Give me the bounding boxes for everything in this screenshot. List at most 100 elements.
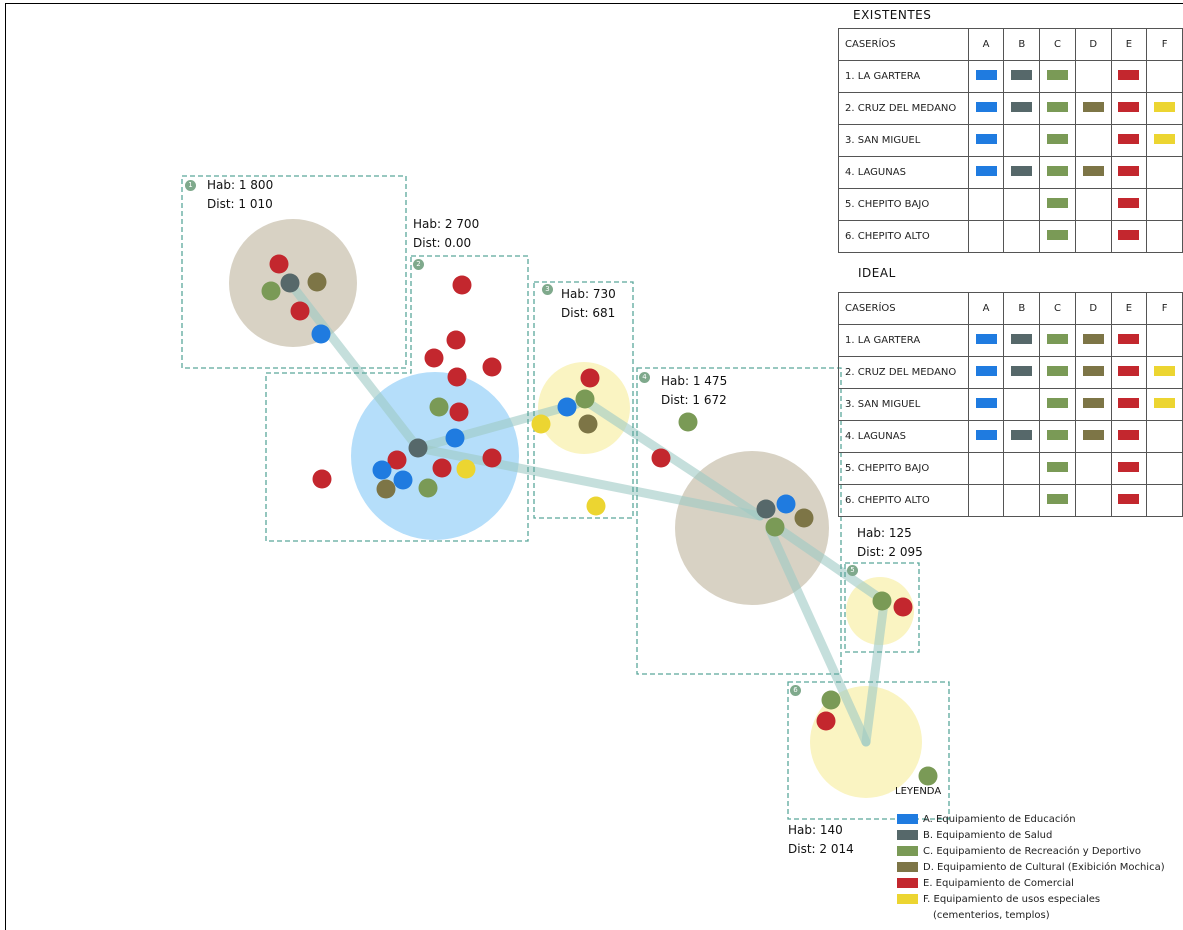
caserio-3-dist: Dist: 681 [561, 306, 616, 320]
equipment-cell [1039, 124, 1076, 157]
column-header-e: E [1110, 292, 1148, 325]
caserio-name: 3. SAN MIGUEL [838, 388, 969, 421]
caserio-box-6 [787, 681, 950, 820]
legend-label: D. Equipamiento de Cultural (Exibición M… [923, 862, 1165, 873]
facility-dot-comercial [432, 458, 452, 478]
equipment-swatch [1011, 366, 1033, 376]
facility-dot-salud [756, 499, 776, 519]
legend-label: (cementerios, templos) [933, 910, 1050, 921]
connection-line [413, 399, 582, 453]
caserio-name: 1. LA GARTERA [838, 324, 969, 357]
caserio-name: 5. CHEPITO BAJO [838, 452, 969, 485]
equipment-cell [1146, 188, 1183, 221]
equipment-cell [1074, 60, 1112, 93]
equipment-cell [1074, 92, 1112, 125]
equipment-cell [1110, 220, 1148, 253]
equipment-cell [1039, 324, 1076, 357]
equipment-cell [1074, 420, 1112, 453]
facility-dot-cultural [376, 479, 396, 499]
equipment-cell [1110, 324, 1148, 357]
equipment-swatch [1118, 398, 1140, 408]
legend-item: E. Equipamiento de Comercial [897, 877, 1074, 891]
facility-dot-comercial [424, 348, 444, 368]
equipment-swatch [1154, 398, 1176, 408]
caserio-name: 3. SAN MIGUEL [838, 124, 969, 157]
caserio-name: 6. CHEPITO ALTO [838, 484, 969, 517]
facility-dot-comercial [446, 330, 466, 350]
caserio-number-4: 4 [639, 372, 650, 383]
caserio-4-hab: Hab: 1 475 [661, 374, 728, 388]
table-row: 1. LA GARTERA [838, 60, 1183, 93]
equipment-cell [1039, 452, 1076, 485]
equipment-swatch [1047, 102, 1068, 112]
equipment-swatch [1011, 166, 1033, 176]
facility-dot-comercial [482, 448, 502, 468]
facility-dot-comercial [452, 275, 472, 295]
equipment-swatch [975, 166, 997, 176]
legend-item: B. Equipamiento de Salud [897, 829, 1052, 843]
facility-dot-educacion [372, 460, 392, 480]
equipment-cell [1003, 156, 1041, 189]
equipment-cell [1110, 92, 1148, 125]
caserio-name: 5. CHEPITO BAJO [838, 188, 969, 221]
equipment-cell [1074, 220, 1112, 253]
column-header-caserios: CASERÍOS [838, 292, 969, 325]
equipment-swatch [1118, 166, 1140, 176]
equipment-cell [967, 92, 1005, 125]
equipment-cell [1146, 220, 1183, 253]
table-title-existentes: EXISTENTES [853, 8, 932, 22]
legend-item: (cementerios, templos) [897, 909, 1050, 923]
connection-line [765, 525, 871, 747]
facility-dot-recreacion [678, 412, 698, 432]
facility-dot-recreacion [418, 478, 438, 498]
equipment-cell [1039, 220, 1076, 253]
facility-dot-comercial [269, 254, 289, 274]
legend-label: B. Equipamiento de Salud [923, 830, 1053, 841]
legend-swatch [897, 862, 918, 872]
connection-line [413, 443, 765, 521]
table-row: 2. CRUZ DEL MEDANO [838, 92, 1183, 125]
caserio-3-hab: Hab: 730 [561, 287, 616, 301]
equipment-cell [1039, 356, 1076, 389]
equipment-swatch [1082, 366, 1104, 376]
equipment-cell [1074, 124, 1112, 157]
drawing-frame [5, 3, 1183, 930]
equipment-swatch [1047, 462, 1068, 472]
equipment-cell [967, 420, 1005, 453]
equipment-swatch [1011, 430, 1033, 440]
legend-label: F. Equipamiento de usos especiales [923, 894, 1101, 905]
facility-dot-recreacion [261, 281, 281, 301]
equipment-cell [1003, 324, 1041, 357]
facility-dot-especiales [456, 459, 476, 479]
equipment-swatch [1118, 70, 1140, 80]
equipment-swatch [1047, 494, 1068, 504]
legend-title: LEYENDA [895, 786, 942, 797]
facility-dot-especiales [531, 414, 551, 434]
equipment-cell [1146, 420, 1183, 453]
equipment-cell [967, 156, 1005, 189]
equipment-swatch [1011, 334, 1033, 344]
facility-dot-educacion [445, 428, 465, 448]
facility-dot-recreacion [575, 389, 595, 409]
equipment-cell [1039, 156, 1076, 189]
legend-swatch [897, 878, 918, 888]
caserio-1-dist: Dist: 1 010 [207, 197, 273, 211]
caserio-number-5: 5 [847, 565, 858, 576]
equipment-swatch [975, 430, 997, 440]
equipment-cell [1146, 388, 1183, 421]
equipment-cell [1039, 388, 1076, 421]
facility-dot-recreacion [918, 766, 938, 786]
equipment-cell [1074, 452, 1112, 485]
equipment-swatch [1118, 366, 1140, 376]
equipment-swatch [1118, 102, 1140, 112]
equipment-swatch [1154, 102, 1176, 112]
caserio-name: 2. CRUZ DEL MEDANO [838, 356, 969, 389]
caserio-number-1: 1 [185, 180, 196, 191]
caserio-6-dist: Dist: 2 014 [788, 842, 854, 856]
legend-swatch [897, 814, 918, 824]
legend-item: F. Equipamiento de usos especiales [897, 893, 1100, 907]
facility-dot-recreacion [765, 517, 785, 537]
facility-dot-comercial [387, 450, 407, 470]
